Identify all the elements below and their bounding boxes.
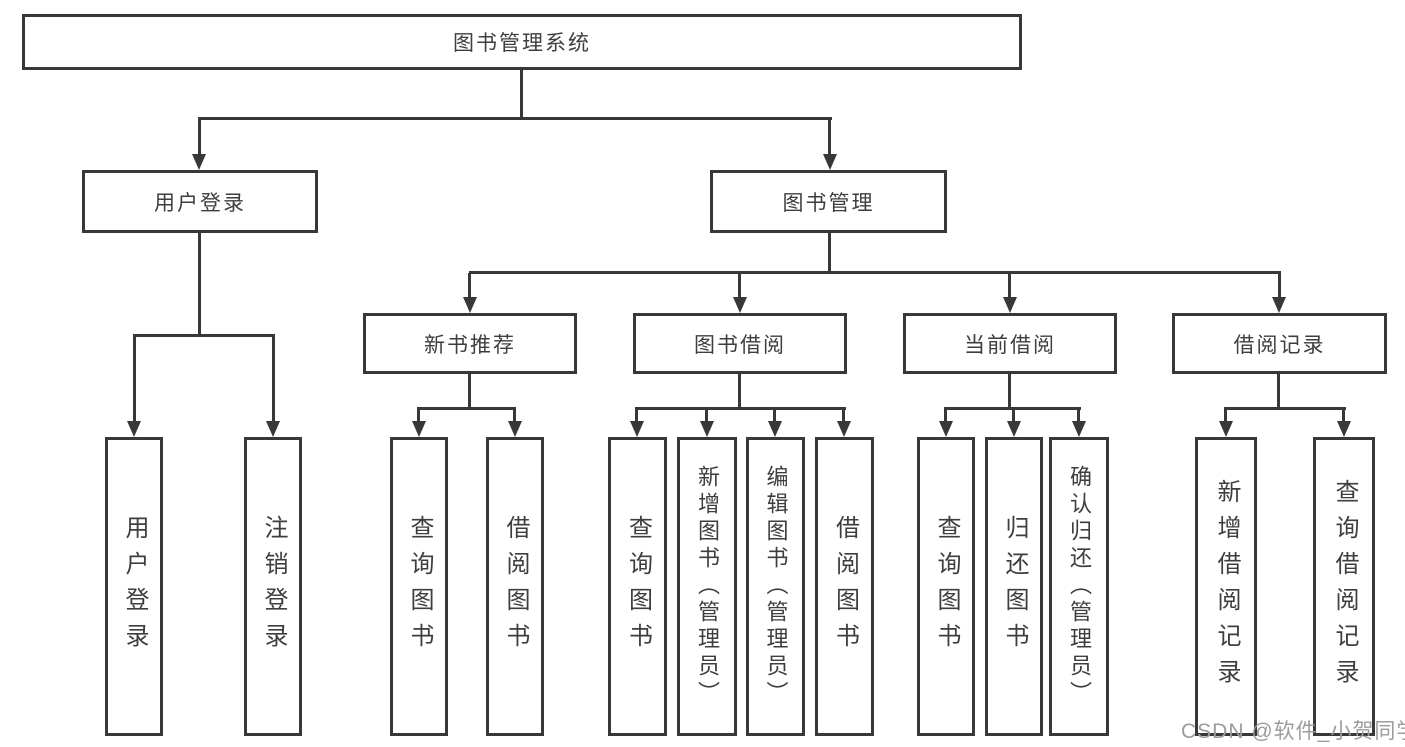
connector-stem <box>738 273 741 299</box>
arrow-down-icon <box>939 421 953 437</box>
arrow-down-icon <box>412 421 426 437</box>
arrow-down-icon <box>1219 421 1233 437</box>
arrow-down-icon <box>823 154 837 170</box>
connector-stem <box>198 118 201 156</box>
connector-stem <box>133 336 136 423</box>
leaf-borrowing-add-books-admin: 新增图书（管理员） <box>677 437 737 736</box>
node-label: 图书借阅 <box>694 333 786 357</box>
leaf-label: 确认归还（管理员） <box>1067 465 1092 708</box>
arrow-down-icon <box>266 421 280 437</box>
arrow-down-icon <box>508 421 522 437</box>
node-label: 图书管理系统 <box>453 32 591 55</box>
connector-stem <box>828 118 831 156</box>
csdn-watermark: CSDN @软件_小贺同学 <box>1181 720 1405 743</box>
connector-stem <box>417 409 420 424</box>
leaf-borrowing-query-books: 查询图书 <box>608 437 667 736</box>
leaf-label: 注销登录 <box>260 514 287 659</box>
leaf-current-confirm-return-admin: 确认归还（管理员） <box>1049 437 1109 736</box>
connector-stem <box>198 233 201 336</box>
arrow-down-icon <box>700 421 714 437</box>
connector-stem <box>513 409 516 424</box>
leaf-label: 查询图书 <box>406 514 433 659</box>
node-label: 图书管理 <box>782 191 875 215</box>
node-label: 新书推荐 <box>424 333 516 357</box>
connector-stem <box>1342 409 1345 424</box>
node-label: 当前借阅 <box>964 333 1056 357</box>
leaf-borrowing-edit-books-admin: 编辑图书（管理员） <box>746 437 805 736</box>
arrow-down-icon <box>1272 297 1286 313</box>
connector-stem <box>944 409 947 424</box>
leaf-label: 查询图书 <box>624 514 652 659</box>
leaf-current-return-books: 归还图书 <box>985 437 1043 736</box>
connector-root-stem <box>520 70 523 118</box>
leaf-records-query-record: 查询借阅记录 <box>1313 437 1375 736</box>
connector-stem <box>773 409 776 424</box>
connector-stem <box>468 273 471 299</box>
leaf-logout: 注销登录 <box>244 437 302 736</box>
leaf-label: 用户登录 <box>121 514 148 659</box>
arrow-down-icon <box>768 421 782 437</box>
arrow-down-icon <box>1072 421 1086 437</box>
connector-branch-line <box>469 271 1281 274</box>
connector-branch-line <box>133 334 275 337</box>
leaf-current-query-books: 查询图书 <box>917 437 975 736</box>
node-borrowing-records: 借阅记录 <box>1172 313 1387 374</box>
connector-stem <box>705 409 708 424</box>
connector-stem <box>272 336 275 423</box>
leaf-label: 借阅图书 <box>831 514 859 659</box>
leaf-label: 查询借阅记录 <box>1331 478 1358 695</box>
arrow-down-icon <box>630 421 644 437</box>
connector-branch-line <box>1224 407 1346 410</box>
leaf-recommend-query-books: 查询图书 <box>390 437 448 736</box>
node-user-login: 用户登录 <box>82 170 318 233</box>
arrow-down-icon <box>733 297 747 313</box>
connector-stem <box>1277 374 1280 409</box>
connector-branch-line <box>417 407 516 410</box>
connector-stem <box>828 233 831 273</box>
connector-stem <box>468 374 471 409</box>
leaf-label: 编辑图书（管理员） <box>763 465 789 708</box>
node-new-book-recommend: 新书推荐 <box>363 313 577 374</box>
leaf-records-add-record: 新增借阅记录 <box>1195 437 1257 736</box>
arrow-down-icon <box>1007 421 1021 437</box>
node-book-borrowing: 图书借阅 <box>633 313 847 374</box>
leaf-label: 归还图书 <box>1001 514 1028 659</box>
connector-stem <box>842 409 845 424</box>
arrow-down-icon <box>192 154 206 170</box>
arrow-down-icon <box>1337 421 1351 437</box>
connector-branch-line <box>944 407 1081 410</box>
leaf-borrowing-borrow-books: 借阅图书 <box>815 437 874 736</box>
leaf-label: 查询图书 <box>933 514 960 659</box>
leaf-label: 新增借阅记录 <box>1213 478 1240 695</box>
connector-stem <box>1008 273 1011 299</box>
leaf-label: 新增图书（管理员） <box>695 465 720 708</box>
node-label: 借阅记录 <box>1233 333 1326 357</box>
connector-stem <box>1077 409 1080 424</box>
arrow-down-icon <box>127 421 141 437</box>
node-library-management-system: 图书管理系统 <box>22 14 1022 70</box>
connector-root-branch-line <box>198 117 832 120</box>
node-current-borrowing: 当前借阅 <box>903 313 1117 374</box>
arrow-down-icon <box>463 297 477 313</box>
arrow-down-icon <box>1003 297 1017 313</box>
connector-stem <box>1008 374 1011 409</box>
leaf-label: 借阅图书 <box>502 514 529 659</box>
leaf-user-login: 用户登录 <box>105 437 163 736</box>
connector-stem <box>738 374 741 409</box>
connector-stem <box>635 409 638 424</box>
connector-stem <box>1012 409 1015 424</box>
connector-branch-line <box>635 407 846 410</box>
connector-stem <box>1224 409 1227 424</box>
node-label: 用户登录 <box>154 191 246 215</box>
node-book-management: 图书管理 <box>710 170 947 233</box>
arrow-down-icon <box>837 421 851 437</box>
connector-stem <box>1278 273 1281 299</box>
leaf-recommend-borrow-books: 借阅图书 <box>486 437 544 736</box>
